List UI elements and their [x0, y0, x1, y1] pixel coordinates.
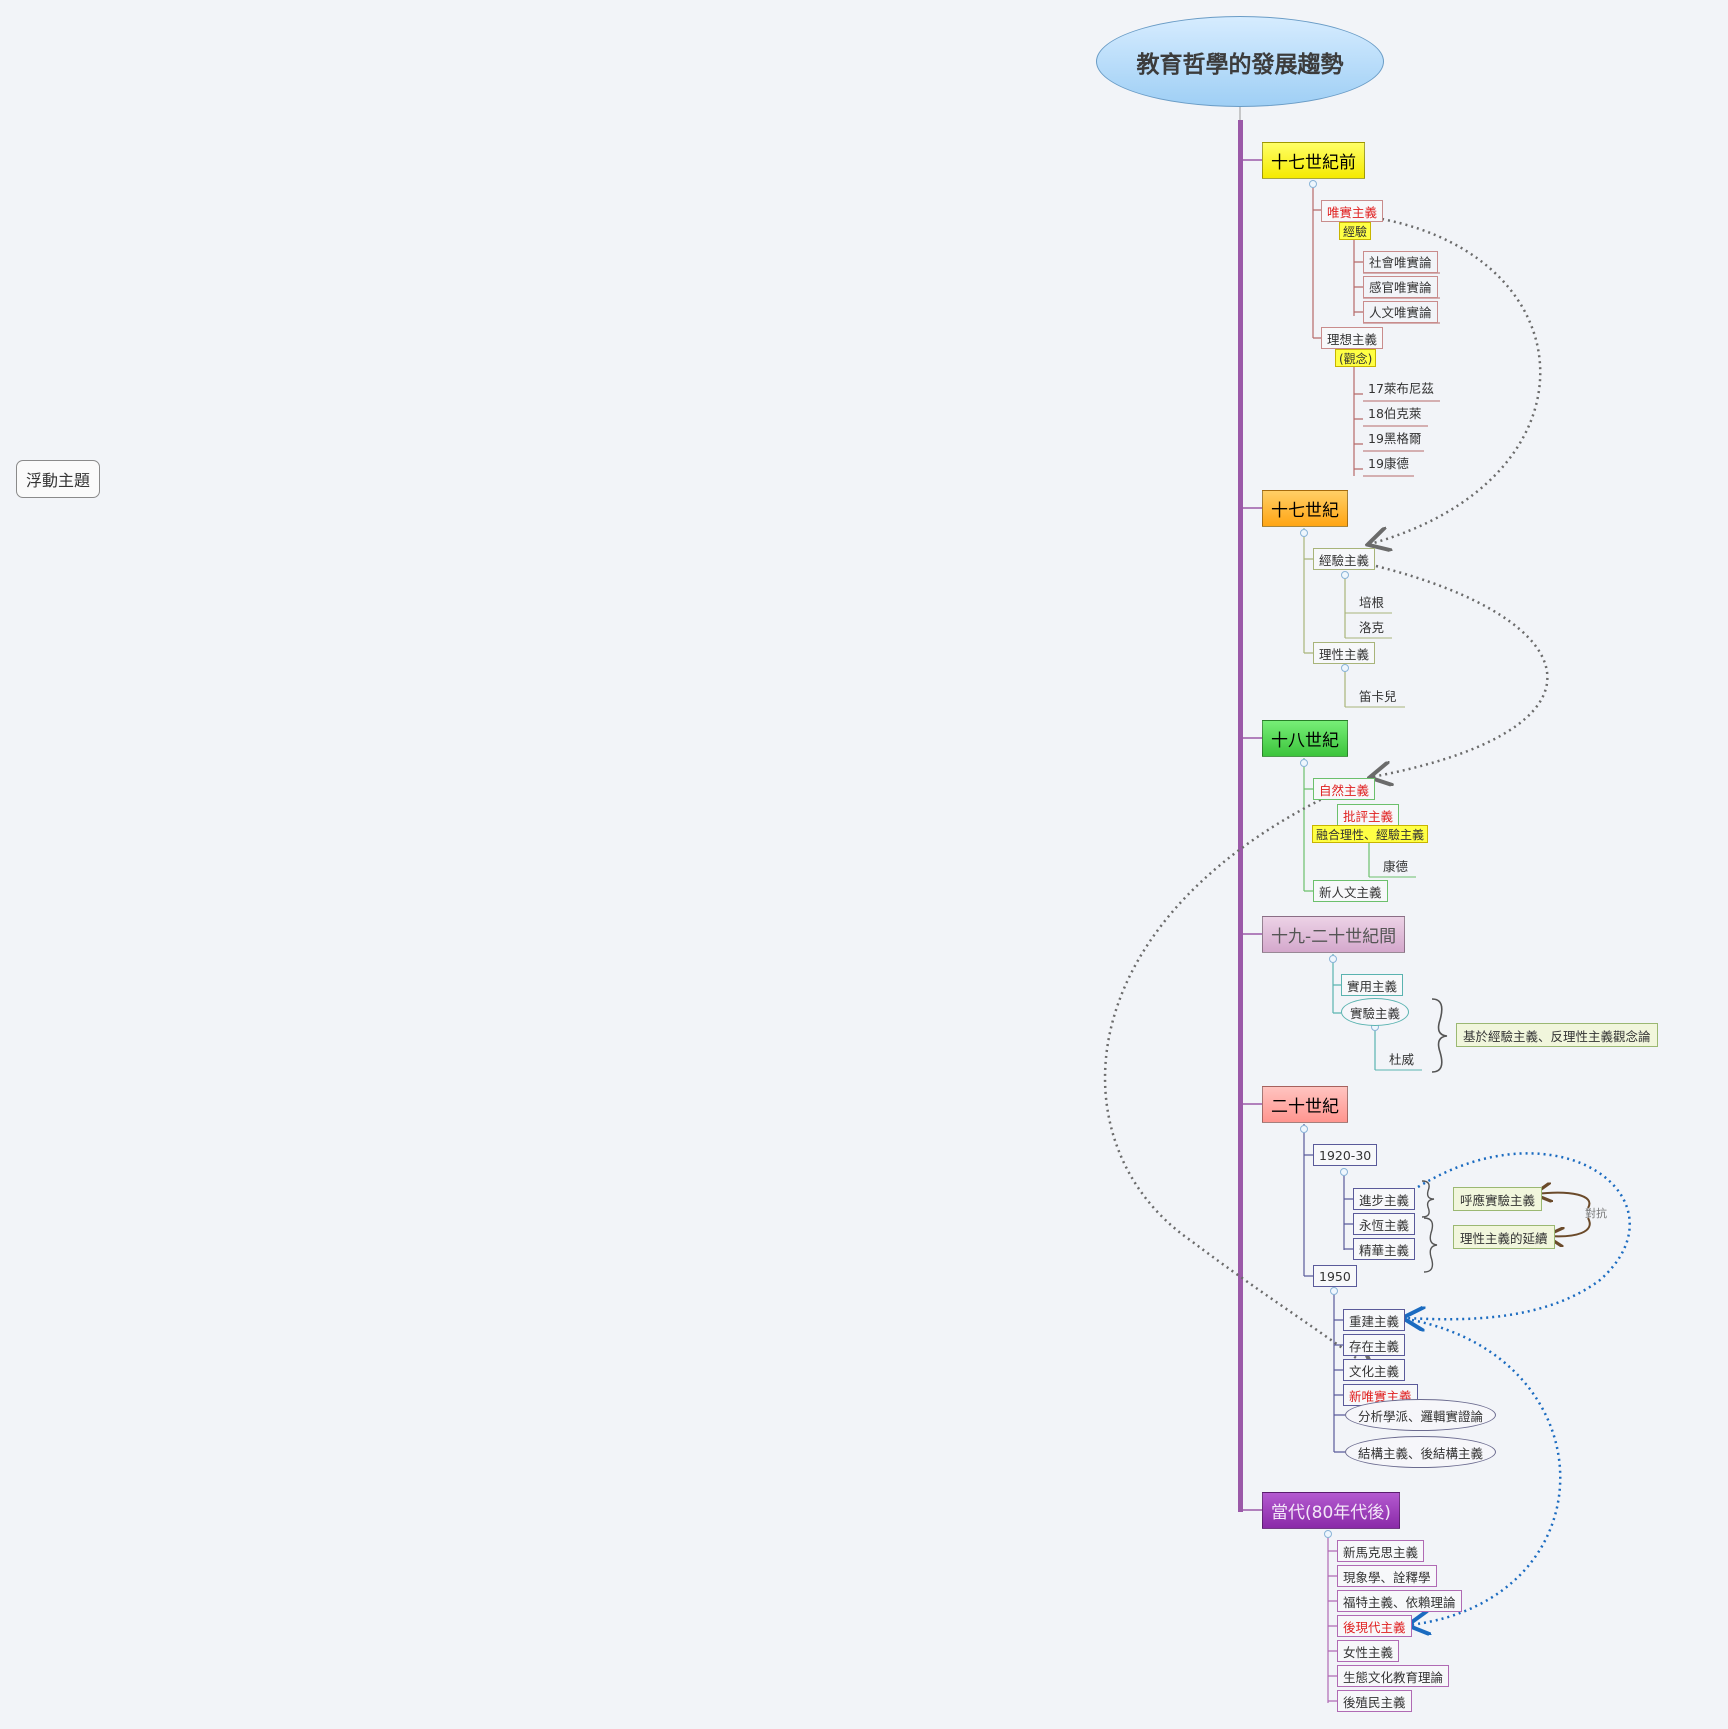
collapse-toggle[interactable]	[1341, 664, 1349, 672]
topic-realism[interactable]: 唯實主義	[1321, 200, 1384, 222]
topic-criticism[interactable]: 批評主義	[1337, 804, 1400, 826]
topic-eco-cultural-education[interactable]: 生態文化教育理論	[1337, 1665, 1450, 1687]
relation-arrow-realism-to-empiricism	[1370, 217, 1542, 544]
collapse-toggle[interactable]	[1340, 1168, 1348, 1176]
topic-analytic-logical-positivism[interactable]: 分析學派、邏輯實證論	[1345, 1399, 1497, 1431]
topic-hegel[interactable]: 19黑格爾	[1368, 430, 1422, 446]
note-merge-rationalism-empiricism: 融合理性、經驗主義	[1312, 825, 1429, 843]
topic-kant[interactable]: 康德	[1383, 858, 1409, 874]
topic-culturalism[interactable]: 文化主義	[1343, 1359, 1406, 1381]
note-ideas: (觀念)	[1335, 349, 1377, 367]
note-empiricism-anti-rationalism: 基於經驗主義、反理性主義觀念論	[1456, 1023, 1658, 1047]
topic-1920-30[interactable]: 1920-30	[1313, 1144, 1378, 1166]
topic-rationalism[interactable]: 理性主義	[1313, 642, 1376, 664]
topic-leibniz[interactable]: 17萊布尼茲	[1368, 380, 1434, 396]
era-17th-century[interactable]: 十七世紀	[1262, 490, 1348, 527]
topic-idealism[interactable]: 理想主義	[1321, 327, 1384, 349]
main-trunk	[1238, 120, 1243, 1512]
topic-descartes[interactable]: 笛卡兒	[1359, 688, 1397, 704]
era-20th-century[interactable]: 二十世紀	[1262, 1086, 1348, 1123]
topic-social-realism[interactable]: 社會唯實論	[1363, 251, 1438, 273]
topic-empiricism[interactable]: 經驗主義	[1313, 548, 1376, 570]
collapse-toggle[interactable]	[1341, 571, 1349, 579]
topic-berkeley[interactable]: 18伯克萊	[1368, 405, 1422, 421]
relation-arrow-empiricism-to-naturalism	[1372, 564, 1549, 777]
topic-experimentalism[interactable]: 實驗主義	[1341, 998, 1410, 1026]
topic-progressivism[interactable]: 進步主義	[1353, 1188, 1416, 1210]
topic-perennialism[interactable]: 永恆主義	[1353, 1213, 1416, 1235]
topic-reconstructionism[interactable]: 重建主義	[1343, 1309, 1406, 1331]
topic-naturalism[interactable]: 自然主義	[1313, 778, 1376, 800]
collapse-toggle[interactable]	[1300, 529, 1308, 537]
floating-topic[interactable]: 浮動主題	[16, 460, 100, 498]
relation-arrow-naturalism-to-cultural	[1103, 795, 1372, 1370]
note-echo-experimentalism: 呼應實驗主義	[1453, 1187, 1543, 1211]
relation-arrow-reconstructionism-to-postmodern	[1410, 1318, 1562, 1625]
topic-phenomenology-hermeneutics[interactable]: 現象學、詮釋學	[1337, 1565, 1437, 1587]
collapse-toggle[interactable]	[1300, 1125, 1308, 1133]
topic-sense-realism[interactable]: 感官唯實論	[1363, 276, 1438, 298]
topic-fordism-dependency-theory[interactable]: 福特主義、依賴理論	[1337, 1590, 1462, 1612]
era-pre-17th-century[interactable]: 十七世紀前	[1262, 142, 1365, 179]
topic-structuralism-poststructuralism[interactable]: 結構主義、後結構主義	[1345, 1436, 1497, 1468]
topic-bacon[interactable]: 培根	[1359, 594, 1385, 610]
topic-pragmatism[interactable]: 實用主義	[1341, 974, 1404, 996]
topic-humanistic-realism[interactable]: 人文唯實論	[1363, 301, 1438, 323]
topic-locke[interactable]: 洛克	[1359, 619, 1385, 635]
topic-existentialism[interactable]: 存在主義	[1343, 1334, 1406, 1356]
collapse-toggle[interactable]	[1300, 759, 1308, 767]
topic-kant-idealism[interactable]: 19康德	[1368, 455, 1409, 471]
topic-neo-marxism[interactable]: 新馬克思主義	[1337, 1540, 1425, 1562]
collapse-toggle[interactable]	[1324, 1530, 1332, 1538]
era-19th-20th-century[interactable]: 十九-二十世紀間	[1262, 916, 1406, 953]
topic-dewey[interactable]: 杜威	[1389, 1051, 1415, 1067]
collapse-toggle[interactable]	[1330, 1287, 1338, 1295]
collapse-toggle[interactable]	[1329, 955, 1337, 963]
era-18th-century[interactable]: 十八世紀	[1262, 720, 1348, 757]
relation-arrow-oppose-2	[1548, 1217, 1591, 1236]
topic-feminism[interactable]: 女性主義	[1337, 1640, 1400, 1662]
relation-label-oppose: 對抗	[1585, 1207, 1607, 1220]
relation-arrow-oppose-1	[1536, 1193, 1591, 1209]
note-rationalism-continuation: 理性主義的延續	[1453, 1225, 1555, 1249]
collapse-toggle[interactable]	[1309, 180, 1317, 188]
central-topic[interactable]: 教育哲學的發展趨勢	[1096, 16, 1384, 107]
relation-arrow-progressivism-to-reconstructionism	[1405, 1152, 1631, 1319]
topic-neo-humanism[interactable]: 新人文主義	[1313, 880, 1388, 902]
topic-postcolonialism[interactable]: 後殖民主義	[1337, 1690, 1412, 1712]
topic-essentialism[interactable]: 精華主義	[1353, 1238, 1416, 1260]
topic-postmodernism[interactable]: 後現代主義	[1337, 1615, 1412, 1637]
note-experience: 經驗	[1339, 222, 1372, 240]
topic-1950[interactable]: 1950	[1313, 1265, 1357, 1287]
era-contemporary[interactable]: 當代(80年代後)	[1262, 1492, 1400, 1529]
